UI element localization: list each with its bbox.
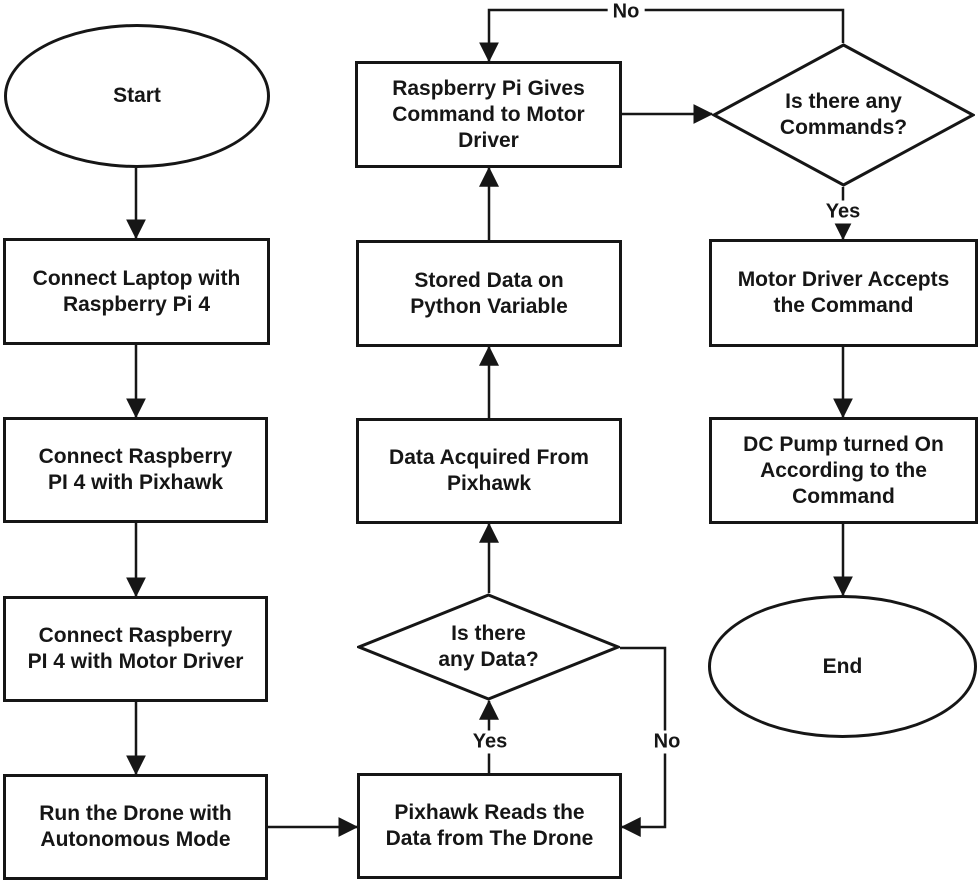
- node-connect-motor-driver-label: Connect Raspberry PI 4 with Motor Driver: [27, 624, 244, 673]
- edge-label-yes-commands: Yes: [820, 200, 866, 224]
- node-connect-motor-driver: Connect Raspberry PI 4 with Motor Driver: [3, 596, 268, 702]
- diamond-shape: [357, 593, 620, 701]
- node-connect-laptop-label: Connect Laptop with Raspberry Pi 4: [32, 266, 241, 316]
- node-end: End: [708, 595, 977, 738]
- node-end-label: End: [822, 654, 863, 678]
- node-motor-accepts: Motor Driver Accepts the Command: [709, 239, 978, 347]
- node-any-commands-label: Is there any Commands?: [779, 90, 908, 139]
- node-start-label: Start: [113, 84, 161, 107]
- node-connect-pixhawk-label: Connect Raspberry PI 4 with Pixhawk: [38, 445, 233, 494]
- node-any-commands: Is there any Commands?: [712, 43, 975, 187]
- node-pi-gives-command-label: Raspberry Pi Gives Command to Motor Driv…: [392, 76, 585, 152]
- node-stored-data-label: Stored Data on Python Variable: [410, 268, 568, 318]
- node-start: Start: [4, 24, 270, 168]
- edge-label-yes-data: Yes: [467, 730, 513, 754]
- node-stored-data: Stored Data on Python Variable: [356, 240, 622, 347]
- node-any-data-label: Is there any Data?: [438, 622, 539, 671]
- node-any-data: Is there any Data?: [357, 593, 620, 701]
- node-run-drone-label: Run the Drone with Autonomous Mode: [39, 802, 232, 851]
- node-connect-laptop: Connect Laptop with Raspberry Pi 4: [3, 238, 270, 345]
- node-data-acquired: Data Acquired From Pixhawk: [356, 418, 622, 524]
- node-connect-pixhawk: Connect Raspberry PI 4 with Pixhawk: [3, 417, 268, 523]
- node-pi-gives-command: Raspberry Pi Gives Command to Motor Driv…: [355, 61, 622, 168]
- node-run-drone: Run the Drone with Autonomous Mode: [3, 774, 268, 880]
- edge-no-commands-loop: [479, 8, 845, 63]
- node-pixhawk-reads-label: Pixhawk Reads the Data from The Drone: [385, 801, 594, 850]
- node-motor-accepts-label: Motor Driver Accepts the Command: [737, 268, 950, 317]
- node-dc-pump: DC Pump turned On According to the Comma…: [709, 417, 978, 524]
- edge-label-no-commands-loop: No: [607, 0, 645, 24]
- node-pixhawk-reads: Pixhawk Reads the Data from The Drone: [357, 773, 622, 879]
- diamond-shape: [712, 43, 975, 187]
- node-dc-pump-label: DC Pump turned On According to the Comma…: [743, 432, 944, 508]
- node-data-acquired-label: Data Acquired From Pixhawk: [389, 446, 589, 495]
- edge-label-no-data-loop: No: [648, 730, 686, 754]
